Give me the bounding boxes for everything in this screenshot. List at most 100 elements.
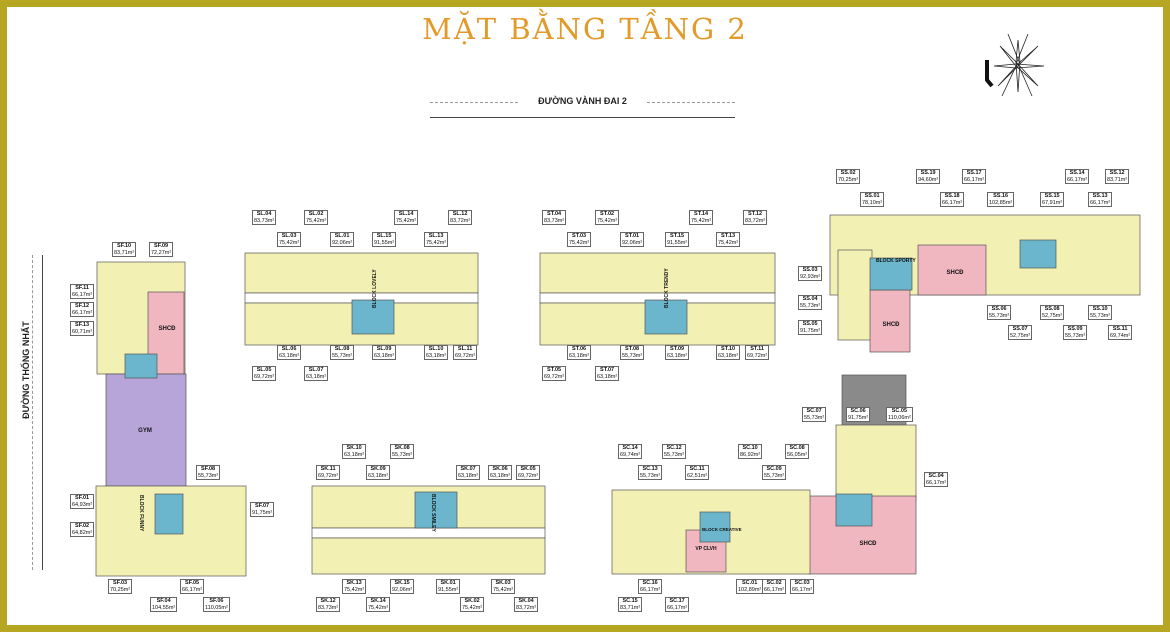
unit-code: SS.04 — [802, 296, 818, 302]
unit-code: SS.15 — [1044, 193, 1060, 199]
gym-area — [105, 373, 187, 487]
unit-code: SL.06 — [281, 346, 297, 352]
unit-code: SS.06 — [991, 306, 1007, 312]
unit-area: 55,73m² — [198, 472, 219, 479]
unit-area: 102,85m² — [989, 199, 1013, 206]
unit-area: 92,06m² — [392, 586, 413, 593]
unit-code: SS.11 — [1112, 326, 1128, 332]
unit-code: SL.04 — [256, 211, 272, 217]
unit-area: 66,17m² — [792, 586, 813, 593]
unit-code: SK.08 — [394, 445, 410, 451]
unit-area: 60,71m² — [72, 328, 93, 335]
vp-label: VP CLVH — [695, 546, 717, 552]
unit-area: 110,06m² — [888, 414, 911, 421]
road-dash — [32, 255, 33, 570]
block-label: BLOCK TRENDY — [664, 268, 670, 308]
sl-top-row — [244, 252, 479, 294]
unit-area: 83,71m² — [620, 604, 641, 611]
unit-area: 63,18m² — [344, 451, 365, 458]
unit-area: 66,17m² — [926, 479, 947, 486]
unit-code: SS.17 — [966, 170, 982, 176]
unit-code: SF.06 — [209, 598, 224, 604]
gym-label: GYM — [138, 428, 152, 434]
unit-code: SF.04 — [156, 598, 171, 604]
unit-code: SS.13 — [1092, 193, 1108, 199]
unit-code: SC.15 — [622, 598, 638, 604]
unit-area: 63,18m² — [306, 373, 327, 380]
unit-area: 63,18m² — [718, 352, 739, 359]
unit-area: 69,72m² — [544, 373, 565, 380]
unit-code: SC.17 — [669, 598, 685, 604]
unit-code: SC.13 — [642, 466, 658, 472]
block-label: BLOCK LOVELY — [372, 269, 378, 308]
unit-area: 69,72m² — [518, 472, 539, 479]
unit-area: 63,18m² — [597, 373, 618, 380]
road-dash-right — [647, 102, 735, 103]
page-title: MẶT BẰNG TẦNG 2 — [422, 12, 748, 46]
unit-code: SS.18 — [944, 193, 960, 199]
unit-code: ST.15 — [670, 233, 685, 239]
unit-area: 63,18m² — [490, 472, 511, 479]
block-label: BLOCK CREATIVE — [702, 527, 742, 532]
block-sk-plan — [311, 485, 546, 575]
unit-code: ST.05 — [547, 367, 562, 373]
unit-area: 66,17m² — [72, 291, 93, 298]
unit-area: 75,42m² — [306, 217, 327, 224]
unit-code: SF.08 — [201, 466, 216, 472]
unit-area: 64,82m² — [72, 529, 93, 536]
unit-area: 78,10m² — [862, 199, 883, 206]
unit-code: SS.16 — [993, 193, 1009, 199]
unit-code: SL.13 — [428, 233, 444, 239]
unit-code: SS.05 — [802, 321, 818, 327]
unit-code: SC.06 — [850, 408, 866, 414]
unit-area: 55,73m² — [1065, 332, 1086, 339]
unit-code: SF.10 — [117, 243, 132, 249]
unit-code: SC.07 — [806, 408, 822, 414]
core-stair — [1019, 239, 1057, 269]
unit-code: SF.02 — [75, 523, 90, 529]
ss-wing — [837, 249, 873, 341]
unit-code: SC.10 — [742, 445, 758, 451]
unit-area: 69,74m² — [620, 451, 641, 458]
